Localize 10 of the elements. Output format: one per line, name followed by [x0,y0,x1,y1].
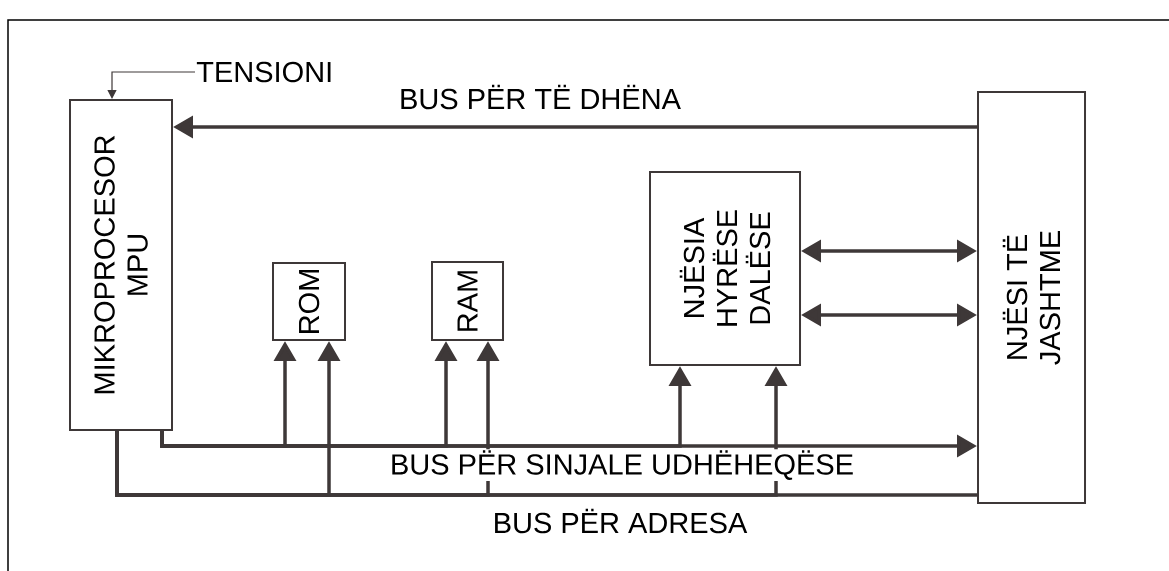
external-unit-box: NJËSI TË JASHTME [977,91,1086,504]
processor-box: MIKROPROCESOR MPU [69,99,173,431]
edge-label: BUS PËR ADRESA [491,507,749,535]
io-unit-box: NJËSIA HYRËSE DALËSE [649,171,801,366]
leader-arrow [107,71,196,99]
memory-box: ROM [272,262,346,341]
memory-box: RAM [431,261,504,341]
edge-label: BUS PËR TË DHËNA [398,83,682,111]
supply-label: TENSIONI [196,61,331,83]
edge-label: BUS PËR SINJALE UDHËHEQËSE [388,449,856,481]
